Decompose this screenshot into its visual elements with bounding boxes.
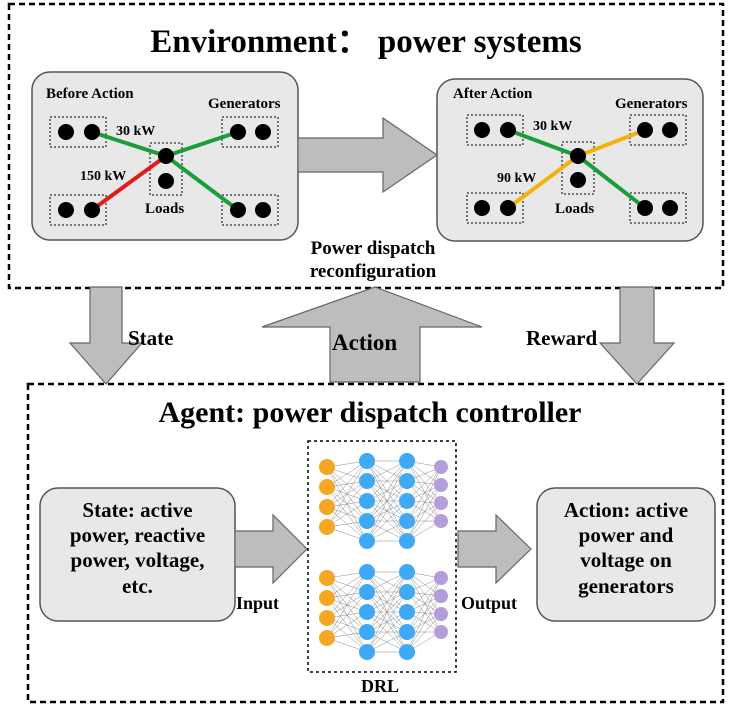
state-box-line-1: State: active (82, 498, 193, 522)
nn-neuron (399, 624, 415, 640)
environment-title: Environment： power systems (150, 24, 582, 60)
nn-neuron (319, 479, 335, 495)
state-box-text: State: active power, reactive power, vol… (40, 498, 235, 599)
nn-neuron (359, 644, 375, 660)
action-arrow (261, 286, 483, 383)
drl-label: DRL (361, 676, 400, 696)
nn-neuron (359, 564, 375, 580)
nn-neuron (399, 473, 415, 489)
nn-neuron (319, 499, 335, 515)
before-line-top-left (91, 130, 167, 158)
action-box-line-2: power and (578, 523, 674, 548)
nn-neuron (434, 514, 448, 528)
after-gen-left-group (466, 114, 524, 146)
nn-neuron (434, 460, 448, 474)
state-box-line-2: power, reactive (69, 523, 206, 548)
nn-neuron (359, 604, 375, 620)
nn-neuron (434, 571, 448, 585)
after-loads-label: Loads (555, 201, 595, 217)
reconfiguration-line-2: reconfiguration (309, 261, 437, 283)
reconfiguration-label: Power dispatch reconfiguration (258, 237, 488, 283)
action-arrow-label: Action (332, 330, 398, 355)
after-load-left-group (466, 192, 524, 224)
after-line-top-right (577, 128, 646, 158)
before-load-right-group (221, 194, 279, 226)
nn-neuron (399, 533, 415, 549)
input-arrow (234, 513, 308, 585)
nn-neuron (319, 610, 335, 626)
nn-neuron (319, 630, 335, 646)
nn-neuron (319, 570, 335, 586)
env-transition-arrow (297, 116, 439, 194)
after-bottom-flow-label: 90 kW (497, 171, 537, 186)
after-load-right-group (629, 192, 687, 224)
before-load-left-group (49, 194, 107, 226)
nn-neuron (359, 513, 375, 529)
nn-neuron (434, 496, 448, 510)
state-box-line-3: power, voltage, (70, 548, 205, 573)
output-arrow (457, 513, 532, 585)
before-gen-right-group (221, 116, 279, 148)
nn-neuron (399, 644, 415, 660)
nn-nodes (319, 453, 448, 660)
before-bottom-flow-label: 150 kW (80, 169, 127, 184)
nn-neuron (399, 513, 415, 529)
output-arrow-label: Output (461, 593, 518, 613)
after-top-flow-label: 30 kW (533, 119, 573, 134)
nn-neuron (434, 478, 448, 492)
nn-neuron (434, 607, 448, 621)
state-arrow (68, 286, 144, 385)
after-line-top-left (507, 128, 579, 158)
agent-title: Agent: power dispatch controller (158, 396, 582, 429)
after-generators-label: Generators (615, 96, 688, 112)
after-gen-right-group (629, 114, 687, 146)
nn-neuron (434, 625, 448, 639)
nn-neuron (399, 584, 415, 600)
before-generators-label: Generators (208, 96, 281, 112)
nn-neuron (399, 564, 415, 580)
before-gen-left-group (49, 116, 107, 148)
reconfiguration-line-1: Power dispatch (310, 238, 436, 259)
nn-neuron (359, 453, 375, 469)
nn-neuron (399, 493, 415, 509)
nn-neuron (319, 519, 335, 535)
nn-edges (326, 460, 442, 653)
before-top-flow-label: 30 kW (116, 124, 156, 139)
after-line-bottom-left (506, 154, 580, 210)
nn-neuron (399, 453, 415, 469)
before-line-top-right (165, 130, 239, 158)
reward-arrow-label: Reward (526, 326, 598, 350)
action-box-line-3: voltage on (580, 548, 672, 573)
action-box-line-1: Action: active (563, 498, 689, 522)
before-action-title: Before Action (46, 86, 134, 102)
nn-neuron (359, 533, 375, 549)
action-box-text: Action: active power and voltage on gene… (537, 498, 715, 599)
environment-frame (7, 2, 725, 290)
nn-neuron (359, 584, 375, 600)
after-line-bottom-right (576, 154, 647, 210)
nn-neuron (319, 590, 335, 606)
action-box-line-4: generators (578, 573, 674, 598)
drl-frame (307, 440, 457, 673)
nn-neuron (319, 459, 335, 475)
state-box-line-4: etc. (122, 573, 153, 598)
after-action-title: After Action (453, 86, 533, 102)
nn-neuron (359, 493, 375, 509)
state-arrow-label: State (128, 326, 174, 350)
reward-arrow (598, 286, 676, 385)
agent-frame (26, 382, 725, 704)
nn-neuron (359, 473, 375, 489)
before-loads-label: Loads (145, 201, 185, 217)
action-box (536, 487, 716, 622)
nn-neuron (434, 589, 448, 603)
nn-neuron (399, 604, 415, 620)
before-line-bottom-right (164, 154, 240, 212)
nn-neuron (359, 624, 375, 640)
input-arrow-label: Input (236, 593, 280, 613)
before-line-bottom-left (90, 154, 168, 212)
